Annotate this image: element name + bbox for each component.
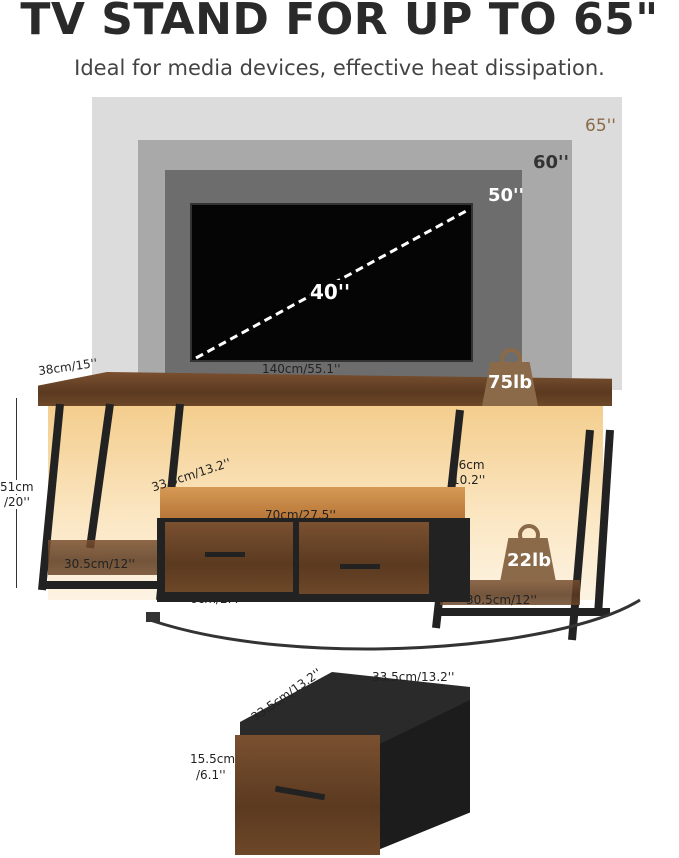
- weight-ring: [518, 524, 540, 546]
- dim-shelf-right: 30.5cm/12'': [466, 593, 537, 607]
- dim-shelf-left: 30.5cm/12'': [64, 557, 135, 571]
- drawer-handle: [340, 564, 380, 569]
- drawer-right: [299, 522, 429, 594]
- dim-gap-in: /10.2'': [448, 473, 486, 487]
- dim-box-w2: 33.5cm/13.2'': [372, 670, 455, 684]
- label-40: 40'': [310, 280, 351, 304]
- drawer-left: [165, 522, 293, 592]
- drawer-unit-top: [160, 487, 465, 519]
- drawer-handle: [205, 552, 245, 557]
- dim-drawer-width: 70cm/27.5'': [265, 508, 336, 522]
- left-shelf: [48, 540, 158, 575]
- weight-ring: [500, 348, 522, 370]
- subtitle: Ideal for media devices, effective heat …: [74, 56, 605, 80]
- title: TV STAND FOR UP TO 65": [20, 0, 659, 45]
- dim-width: 140cm/55.1'': [262, 362, 341, 376]
- dim-height-in: /20'': [4, 495, 30, 509]
- weight-shelf: 22lb: [507, 550, 552, 571]
- label-50: 50'': [488, 185, 525, 206]
- dim-height-cm: 51cm: [0, 480, 34, 494]
- dim-clearance: 6cm/2.4'': [190, 592, 246, 606]
- label-60: 60'': [533, 152, 570, 173]
- dim-gap-cm: 26cm: [451, 458, 485, 472]
- dim-box-h-in: /6.1'': [196, 768, 226, 782]
- label-65: 65'': [585, 116, 616, 136]
- weight-top: 75lb: [488, 372, 533, 393]
- dim-box-h-cm: 15.5cm: [190, 752, 236, 766]
